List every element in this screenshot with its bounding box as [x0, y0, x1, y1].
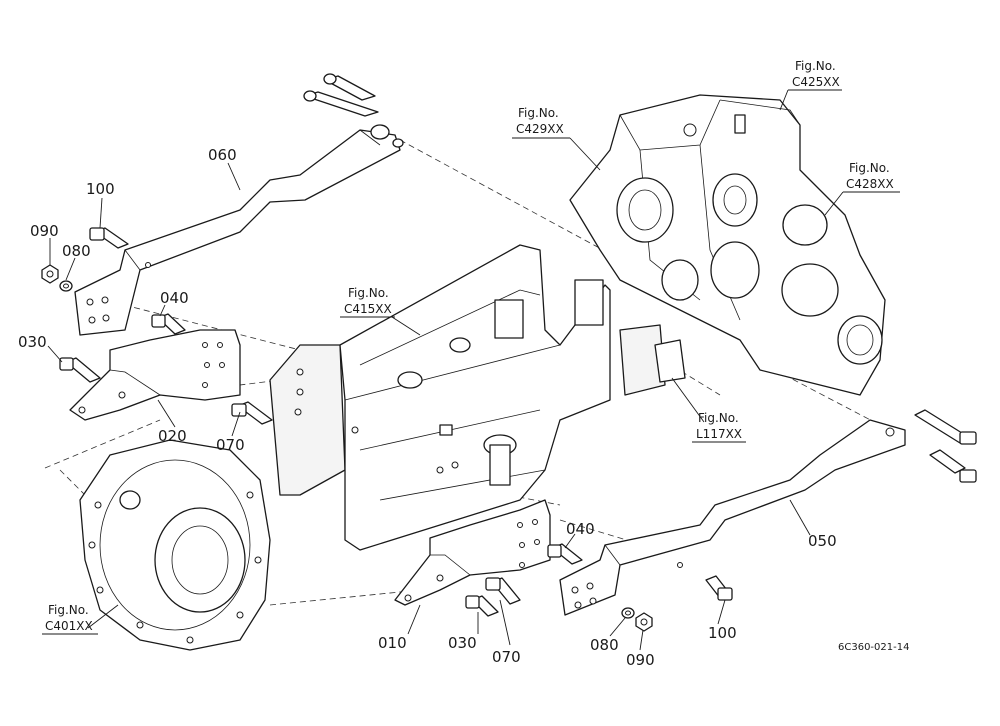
svg-text:C401XX: C401XX — [45, 619, 93, 633]
label-040-left: 040 — [160, 289, 189, 307]
svg-text:Fig.No.: Fig.No. — [518, 106, 559, 120]
label-100-left: 100 — [86, 180, 115, 198]
bracket-bolts-left — [59, 313, 273, 425]
frame-rail-050 — [559, 419, 906, 616]
label-080-left: 080 — [62, 242, 91, 260]
label-080-right: 080 — [590, 636, 619, 654]
fig-ref-c425: Fig.No. C425XX — [788, 59, 842, 91]
label-100-right: 100 — [708, 624, 737, 642]
svg-text:Fig.No.: Fig.No. — [698, 411, 739, 425]
leader-lines — [47, 89, 844, 651]
center-frame-c415 — [269, 244, 686, 551]
left-fasteners — [41, 227, 129, 292]
part-labels: 060 100 090 080 040 030 020 070 010 030 … — [18, 146, 837, 669]
label-010: 010 — [378, 634, 407, 652]
svg-text:L117XX: L117XX — [696, 427, 742, 441]
label-070-right: 070 — [492, 648, 521, 666]
svg-text:Fig.No.: Fig.No. — [849, 161, 890, 175]
label-030-left: 030 — [18, 333, 47, 351]
right-fasteners — [621, 409, 977, 632]
svg-text:Fig.No.: Fig.No. — [348, 286, 389, 300]
fig-ref-c429: Fig.No. C429XX — [512, 106, 570, 139]
fig-ref-c415: Fig.No. C415XX — [340, 286, 395, 318]
transmission-housing — [569, 94, 886, 396]
drawing-code: 6C360-021-14 — [838, 642, 909, 653]
frame-rail-060 — [74, 124, 404, 336]
bracket-bolts-right — [465, 543, 583, 617]
label-070-left: 070 — [216, 436, 245, 454]
label-050: 050 — [808, 532, 837, 550]
label-040-right: 040 — [566, 520, 595, 538]
bracket-020 — [69, 329, 241, 421]
label-020: 020 — [158, 427, 187, 445]
figure-references: Fig.No. C425XX Fig.No. C429XX Fig.No. C4… — [42, 59, 900, 635]
svg-text:Fig.No.: Fig.No. — [795, 59, 836, 73]
fig-ref-c428: Fig.No. C428XX — [843, 161, 900, 193]
svg-text:C428XX: C428XX — [846, 177, 894, 191]
fig-ref-c401: Fig.No. C401XX — [42, 603, 98, 635]
svg-text:Fig.No.: Fig.No. — [48, 603, 89, 617]
svg-text:C425XX: C425XX — [792, 75, 840, 89]
fig-ref-l117: Fig.No. L117XX — [692, 411, 746, 443]
label-030-right: 030 — [448, 634, 477, 652]
clutch-housing-c401 — [79, 439, 271, 651]
svg-text:C429XX: C429XX — [516, 122, 564, 136]
label-060: 060 — [208, 146, 237, 164]
bracket-010 — [394, 499, 551, 606]
label-090-left: 090 — [30, 222, 59, 240]
upper-bolts — [303, 73, 379, 117]
svg-text:C415XX: C415XX — [344, 302, 392, 316]
label-090-right: 090 — [626, 651, 655, 669]
